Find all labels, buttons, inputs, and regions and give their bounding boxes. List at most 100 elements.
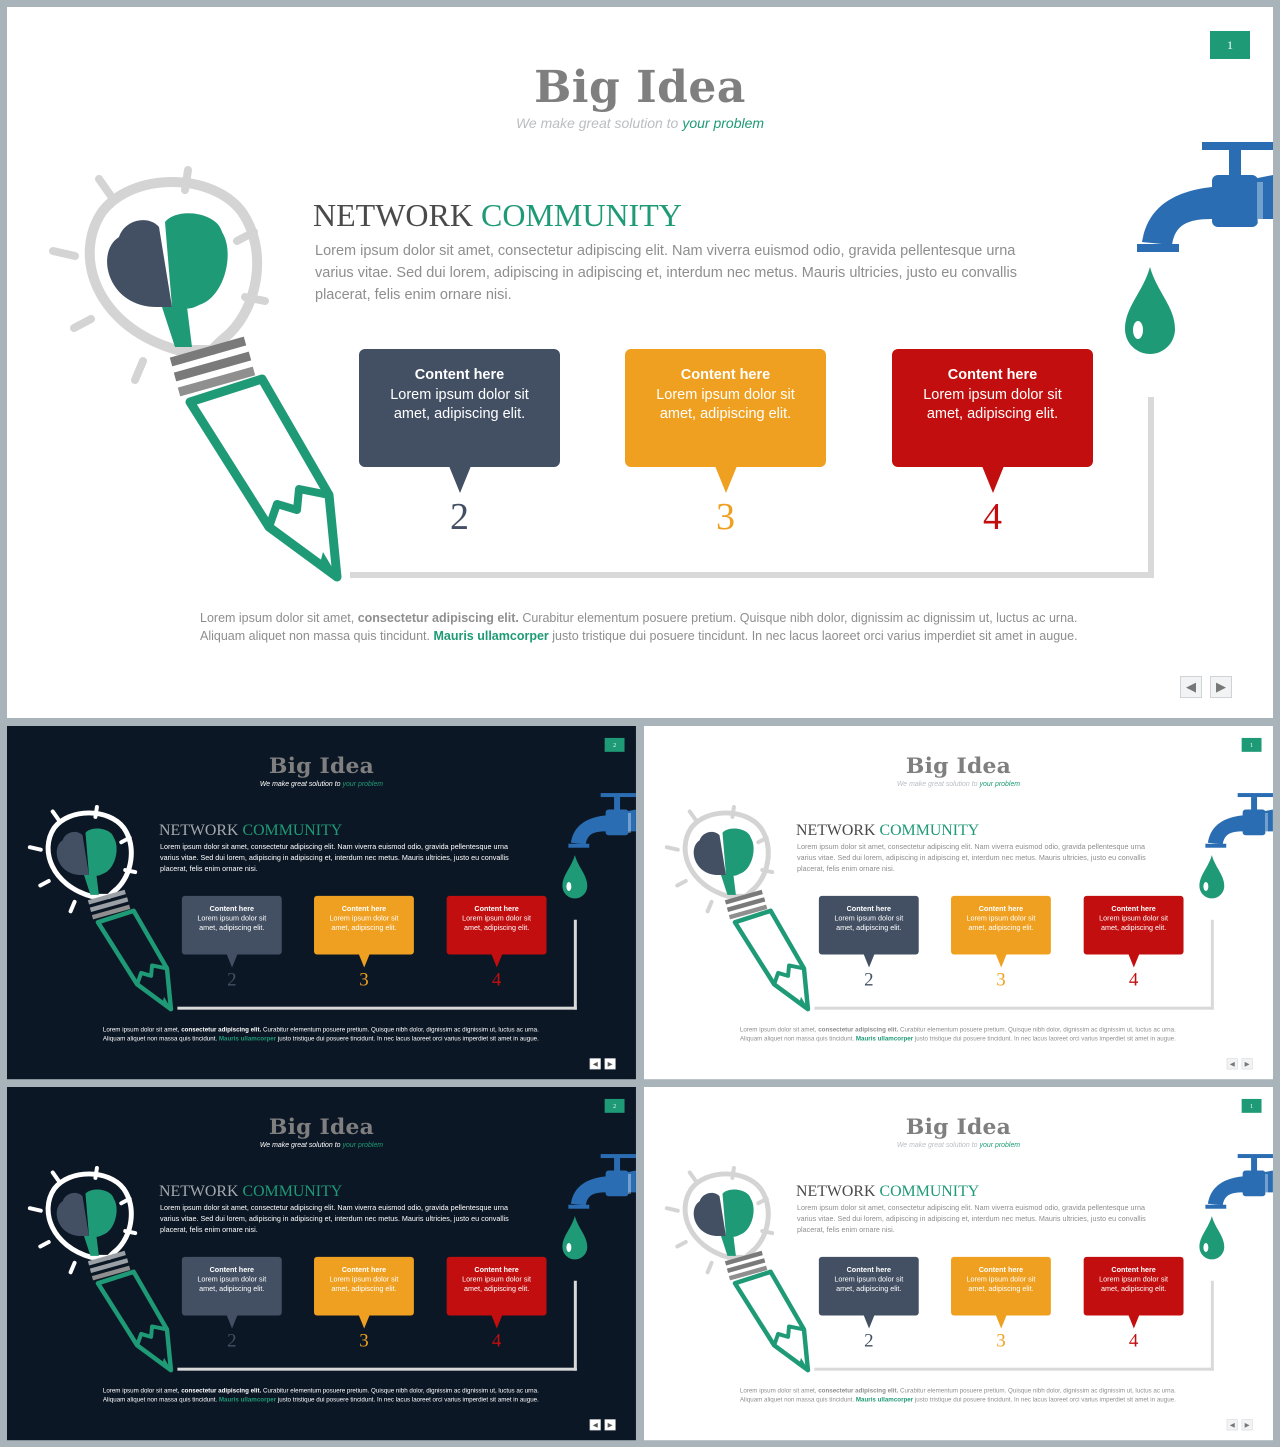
next-slide-button[interactable]: ▶	[1241, 1419, 1253, 1431]
footer-paragraph: Lorem ipsum dolor sit amet, consectetur …	[740, 1025, 1182, 1043]
card-text: Lorem ipsum dolor sit amet, adipiscing e…	[966, 914, 1036, 933]
heading-community: COMMUNITY	[879, 820, 980, 839]
previous-slide-button[interactable]: ◀	[589, 1058, 601, 1070]
step-number-4: 4	[983, 496, 1002, 538]
water-drop-icon	[562, 855, 588, 899]
footer-text: justo tristique dui posuere tincidunt. I…	[913, 1035, 1176, 1042]
slide-title: Big Idea	[534, 62, 746, 113]
content-card-3: Content here Lorem ipsum dolor sit amet,…	[314, 895, 414, 968]
step-number-3: 3	[996, 968, 1006, 990]
content-card-2: Content here Lorem ipsum dolor sit amet,…	[359, 349, 560, 493]
footer-highlight-text: Mauris ullamcorper	[218, 1396, 277, 1403]
water-drop-icon	[1199, 855, 1225, 899]
heading-network: NETWORK	[796, 820, 876, 839]
heading-community: COMMUNITY	[879, 1181, 980, 1200]
card-text: Lorem ipsum dolor sit amet, adipiscing e…	[462, 1275, 532, 1294]
slide-title: Big Idea	[268, 753, 375, 779]
card-text: Lorem ipsum dolor sit amet, adipiscing e…	[197, 914, 267, 933]
content-card-3: Content here Lorem ipsum dolor sit amet,…	[314, 1256, 414, 1329]
page-number-badge: 2	[604, 1098, 625, 1113]
page-number-badge: 1	[1210, 31, 1250, 59]
subtitle-highlight: your problem	[342, 1140, 384, 1149]
footer-bold-text: consectetur adipiscing elit.	[181, 1387, 262, 1395]
card-title: Content here	[1111, 904, 1156, 913]
heading-network: NETWORK	[796, 1181, 876, 1200]
footer-bold-text: consectetur adipiscing elit.	[357, 611, 519, 625]
card-text: Lorem ipsum dolor sit amet, adipiscing e…	[1099, 1275, 1169, 1294]
faucet-icon	[568, 793, 636, 848]
next-slide-button[interactable]: ▶	[1241, 1058, 1253, 1070]
footer-paragraph: Lorem ipsum dolor sit amet, consectetur …	[103, 1386, 545, 1404]
card-title: Content here	[978, 1265, 1024, 1274]
footer-text: justo tristique dui posuere tincidunt. I…	[276, 1396, 539, 1403]
previous-slide-button[interactable]: ◀	[589, 1419, 601, 1431]
subtitle-highlight: your problem	[342, 779, 384, 788]
content-card-4: Content here Lorem ipsum dolor sit amet,…	[892, 349, 1093, 493]
heading-network: NETWORK	[313, 197, 473, 233]
content-card-3: Content here Lorem ipsum dolor sit amet,…	[951, 1256, 1051, 1329]
faucet-icon	[568, 1154, 636, 1209]
content-card-2: Content here Lorem ipsum dolor sit amet,…	[818, 1256, 919, 1329]
slide-title: Big Idea	[268, 1114, 375, 1140]
next-slide-button[interactable]: ▶	[1210, 676, 1232, 698]
card-title: Content here	[209, 1265, 255, 1274]
content-card-2: Content here Lorem ipsum dolor sit amet,…	[181, 895, 282, 968]
previous-slide-button[interactable]: ◀	[1226, 1058, 1238, 1070]
content-card-4: Content here Lorem ipsum dolor sit amet,…	[446, 895, 547, 968]
faucet-icon	[1137, 142, 1273, 252]
footer-highlight-text: Mauris ullamcorper	[855, 1035, 914, 1042]
footer-text: Lorem ipsum dolor sit amet,	[739, 1387, 819, 1395]
pipe-horizontal	[350, 572, 1154, 578]
card-title: Content here	[978, 904, 1024, 913]
subtitle-text: We make great solution to	[896, 1140, 978, 1149]
footer-paragraph: Lorem ipsum dolor sit amet, consectetur …	[103, 1025, 545, 1043]
footer-text: Curabitur elementum posuere pretium. Qui…	[200, 611, 1078, 643]
page-number-badge: 1	[1241, 1098, 1262, 1113]
lightbulb-brain-pencil-icon	[664, 804, 811, 1012]
intro-paragraph: Lorem ipsum dolor sit amet, consectetur …	[315, 243, 1017, 303]
pipe-horizontal	[177, 1006, 577, 1010]
card-text: Lorem ipsum dolor sit amet, adipiscing e…	[197, 1275, 267, 1294]
card-title: Content here	[1111, 1265, 1156, 1274]
next-slide-button[interactable]: ▶	[604, 1419, 616, 1431]
footer-bold-text: consectetur adipiscing elit.	[818, 1026, 899, 1034]
lightbulb-brain-pencil-icon	[664, 1165, 811, 1373]
footer-paragraph: Lorem ipsum dolor sit amet, consectetur …	[740, 1386, 1182, 1404]
content-card-3: Content here Lorem ipsum dolor sit amet,…	[951, 895, 1051, 968]
step-number-2: 2	[864, 968, 874, 990]
subtitle-text: We make great solution to	[515, 115, 679, 131]
content-card-2: Content here Lorem ipsum dolor sit amet,…	[818, 895, 919, 968]
slide-title: Big Idea	[905, 753, 1012, 779]
water-drop-icon	[562, 1216, 588, 1260]
card-text: Lorem ipsum dolor sit amet, adipiscing e…	[966, 1275, 1036, 1294]
card-title: Content here	[947, 367, 1038, 383]
next-slide-button[interactable]: ▶	[604, 1058, 616, 1070]
previous-slide-button[interactable]: ◀	[1180, 676, 1202, 698]
heading-network: NETWORK	[159, 1181, 239, 1200]
footer-text: Lorem ipsum dolor sit amet,	[200, 611, 358, 625]
step-number-3: 3	[359, 1329, 369, 1351]
step-number-4: 4	[1128, 968, 1139, 990]
card-text: Lorem ipsum dolor sit amet, adipiscing e…	[329, 1275, 399, 1294]
pipe-vertical	[573, 1280, 577, 1371]
intro-paragraph: Lorem ipsum dolor sit amet, consectetur …	[797, 843, 1146, 874]
heading-community: COMMUNITY	[242, 820, 343, 839]
footer-text: Lorem ipsum dolor sit amet,	[102, 1026, 182, 1034]
intro-paragraph: Lorem ipsum dolor sit amet, consectetur …	[797, 1204, 1146, 1235]
footer-highlight-text: Mauris ullamcorper	[218, 1035, 277, 1042]
previous-slide-button[interactable]: ◀	[1226, 1419, 1238, 1431]
footer-text: Curabitur elementum posuere pretium. Qui…	[739, 1387, 1176, 1403]
pipe-horizontal	[814, 1006, 1214, 1010]
water-drop-icon	[1125, 267, 1175, 354]
